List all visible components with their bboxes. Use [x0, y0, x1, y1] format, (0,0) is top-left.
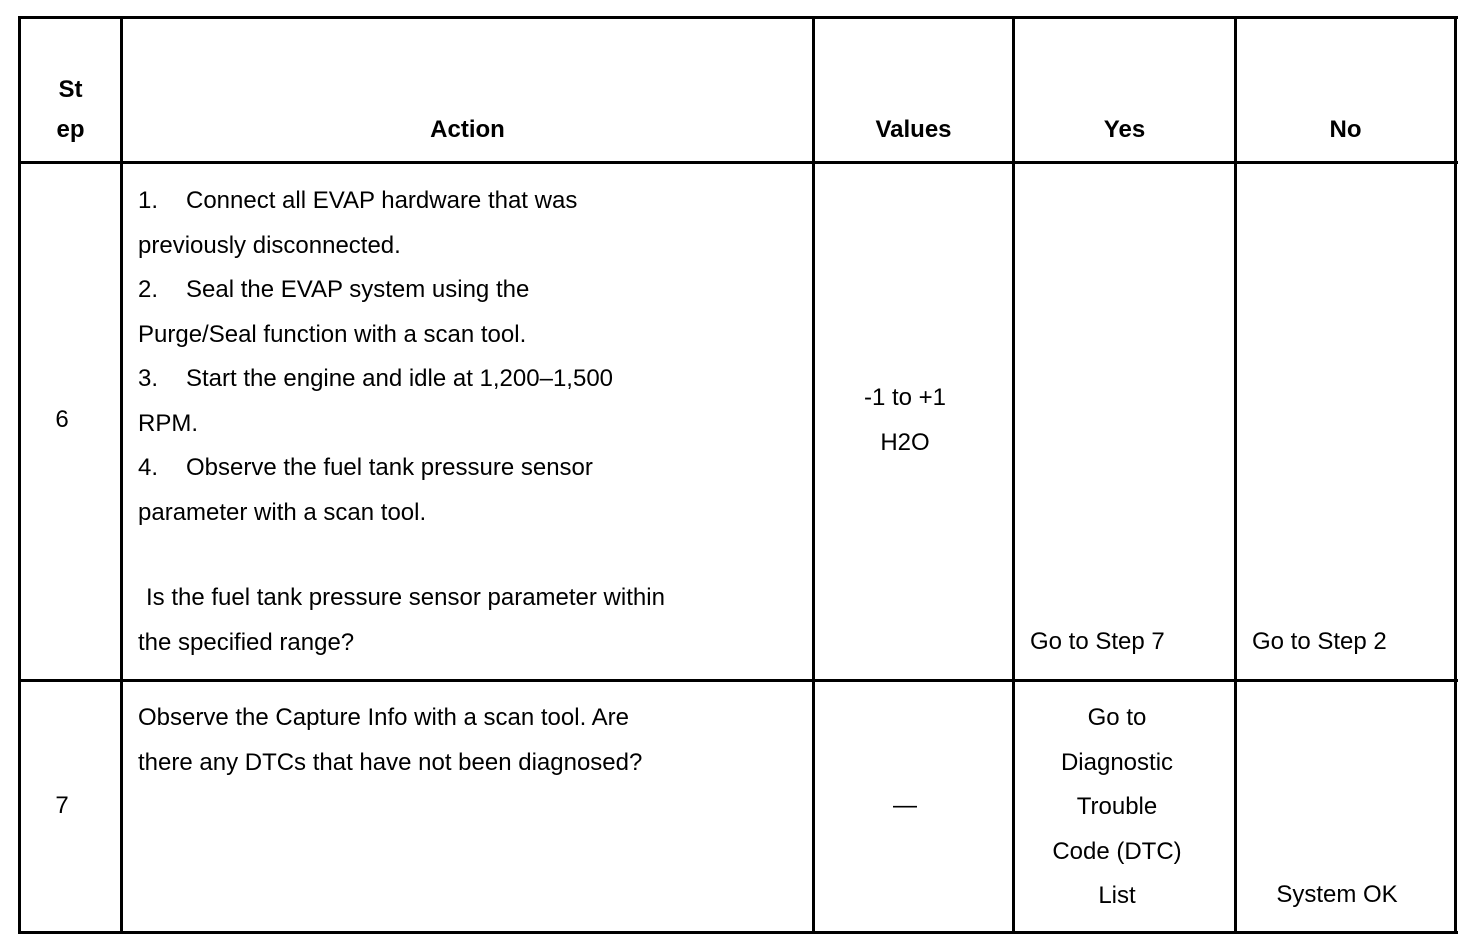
- action-item-number: 2.: [138, 276, 159, 303]
- yes-line: Diagnostic: [1060, 748, 1174, 776]
- no-step-6: Go to Step 2: [1252, 628, 1387, 655]
- question-line: Is the fuel tank pressure sensor paramet…: [146, 584, 665, 611]
- action-item-continuation: RPM.: [138, 409, 198, 437]
- header-no: No: [1329, 116, 1362, 143]
- header-step-line2: ep: [56, 116, 85, 143]
- table-border-top: [18, 16, 1458, 19]
- header-action: Action: [430, 116, 505, 143]
- action-line: Observe the Capture Info with a scan too…: [138, 704, 629, 731]
- no-step-7: System OK: [1276, 881, 1398, 908]
- yes-line: Go to: [1087, 704, 1147, 731]
- action-item-text: Connect all EVAP hardware that was: [186, 187, 578, 214]
- question-line: the specified range?: [138, 628, 355, 656]
- action-item-number: 1.: [138, 187, 159, 214]
- header-yes: Yes: [1103, 116, 1146, 143]
- row-divider: [18, 679, 1458, 682]
- action-item-text: Start the engine and idle at 1,200–1,500: [186, 365, 614, 392]
- action-item-4: 4. Observe the fuel tank pressure sensor: [138, 446, 798, 491]
- step-number-6: 6: [55, 406, 69, 433]
- action-step-7: Observe the Capture Info with a scan too…: [138, 696, 798, 785]
- table-border-right: [1454, 16, 1457, 934]
- value-step-7: —: [893, 792, 917, 819]
- action-item-number: 4.: [138, 454, 159, 481]
- header-step-line1: St: [58, 76, 83, 103]
- header-divider: [18, 161, 1458, 164]
- question-step-6: Is the fuel tank pressure sensor paramet…: [138, 576, 798, 665]
- yes-step-7: Go to Diagnostic Trouble Code (DTC) List: [1015, 696, 1219, 919]
- column-divider-step: [120, 16, 123, 934]
- action-line: there any DTCs that have not been diagno…: [138, 748, 643, 776]
- header-step: St ep: [21, 70, 120, 150]
- value-unit: H2O: [880, 428, 930, 456]
- value-step-6: -1 to +1 H2O: [815, 376, 995, 465]
- column-divider-yes: [1234, 16, 1237, 934]
- action-item-text: Observe the fuel tank pressure sensor: [186, 454, 593, 481]
- action-item-number: 3.: [138, 365, 159, 392]
- action-item-continuation: previously disconnected.: [138, 231, 401, 259]
- yes-step-6: Go to Step 7: [1030, 628, 1165, 655]
- action-item-1: 1. Connect all EVAP hardware that was: [138, 179, 798, 224]
- action-list-step-6: 1. Connect all EVAP hardware that was pre…: [138, 179, 798, 535]
- action-item-2: 2. Seal the EVAP system using the: [138, 268, 798, 313]
- yes-line: Trouble: [1076, 793, 1158, 820]
- column-divider-action: [812, 16, 815, 934]
- value-range: -1 to +1: [863, 384, 947, 411]
- action-item-text: Seal the EVAP system using the: [186, 276, 530, 303]
- step-number-7: 7: [55, 792, 69, 819]
- table-border-bottom: [18, 931, 1458, 934]
- action-item-3: 3. Start the engine and idle at 1,200–1,5…: [138, 357, 798, 402]
- header-values: Values: [875, 116, 952, 143]
- action-item-continuation: parameter with a scan tool.: [138, 498, 427, 526]
- column-divider-values: [1012, 16, 1015, 934]
- table-border-left: [18, 16, 21, 934]
- yes-line: Code (DTC): [1052, 837, 1182, 865]
- action-item-continuation: Purge/Seal function with a scan tool.: [138, 320, 527, 348]
- yes-line: List: [1098, 882, 1136, 909]
